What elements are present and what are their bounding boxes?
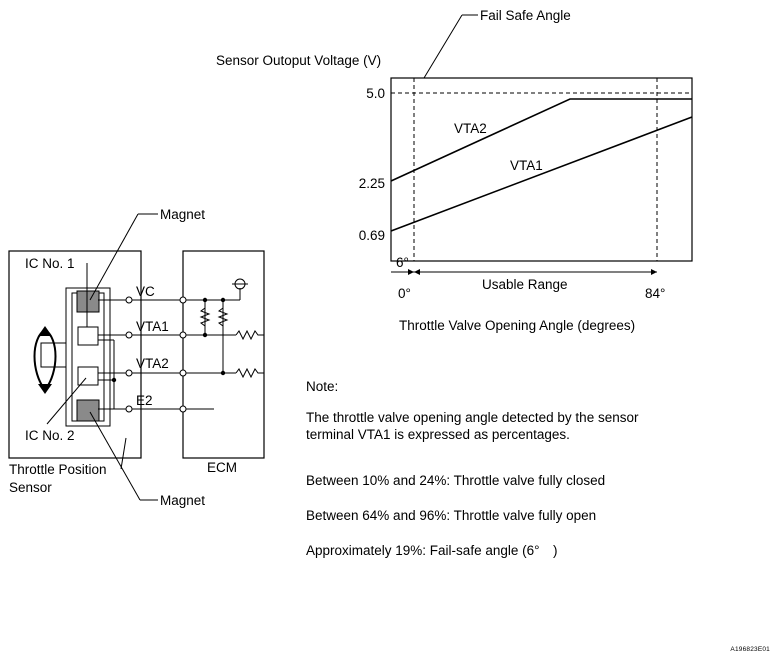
sensor-label-line-1: Throttle Position: [9, 462, 107, 477]
usable-range-arrow-head-right: [651, 269, 657, 275]
vta1-series-line: [390, 116, 693, 232]
ic2-chip: [77, 366, 99, 386]
pullup-resistor-1: [199, 307, 211, 327]
e2-tap-node: [111, 377, 117, 383]
vc-node-1: [202, 297, 208, 303]
usable-range-label: Usable Range: [482, 277, 568, 292]
note-section: Note: The throttle valve opening angle d…: [306, 378, 766, 559]
x-tick-0-degree: 0°: [398, 286, 411, 301]
y-axis-title: Sensor Outoput Voltage (V): [216, 53, 381, 68]
magnet-bottom-label: Magnet: [160, 493, 205, 508]
vc-terminal-label: VC: [136, 284, 155, 299]
vta1-terminal-label: VTA1: [136, 319, 169, 334]
sensor-label-leader: [120, 437, 127, 470]
fail-safe-arrow-head: [408, 269, 414, 275]
y-tick-5v: 5.0: [366, 86, 385, 101]
magnet-bottom-leader-diagonal: [89, 411, 141, 501]
circuit-nodes: [111, 297, 226, 383]
magnet-top-label: Magnet: [160, 207, 205, 222]
vc-terminal: [125, 296, 133, 304]
rotation-arrow-head-bottom: [38, 384, 52, 394]
vc-node-2: [220, 297, 226, 303]
ecm-label: ECM: [207, 460, 237, 475]
note-line-1: The throttle valve opening angle detecte…: [306, 410, 639, 425]
vta2-node: [220, 370, 226, 376]
vta2-input-resistor: [235, 367, 264, 379]
figure-id: A196823E01: [730, 646, 770, 653]
x-axis-title: Throttle Valve Opening Angle (degrees): [399, 318, 635, 333]
note-item-fully-closed: Between 10% and 24%: Throttle valve full…: [306, 473, 606, 488]
vta2-terminal: [125, 369, 133, 377]
ic2-label: IC No. 2: [25, 428, 75, 443]
y-tick-2-25v: 2.25: [359, 176, 385, 191]
y-tick-0-69v: 0.69: [359, 228, 385, 243]
ecm-vta2-terminal: [179, 369, 187, 377]
x-tick-84-degree: 84°: [645, 286, 665, 301]
vta1-terminal: [125, 331, 133, 339]
note-item-fully-open: Between 64% and 96%: Throttle valve full…: [306, 508, 597, 523]
magnet-block-top: [76, 290, 100, 313]
fail-safe-leader-diagonal: [423, 14, 463, 79]
vta1-node: [202, 332, 208, 338]
graph-frame: [390, 77, 693, 262]
vta2-terminal-label: VTA2: [136, 356, 169, 371]
throttle-shaft: [40, 342, 67, 368]
vta1-series-label: VTA1: [510, 158, 543, 173]
graph-text: Fail Safe Angle Sensor Outoput Voltage (…: [216, 8, 665, 333]
ic2-leader: [46, 377, 87, 425]
note-line-2: terminal VTA1 is expressed as percentage…: [306, 427, 570, 442]
pullup-resistor-2: [217, 307, 229, 327]
fail-safe-6-degree-label: 6°: [396, 255, 409, 270]
fail-safe-angle-label: Fail Safe Angle: [480, 8, 571, 23]
e2-terminal: [125, 405, 133, 413]
voltage-graph: [390, 14, 693, 275]
circuit-junctions: [125, 296, 187, 413]
ecm-e2-terminal: [179, 405, 187, 413]
vta1-input-resistor: [235, 329, 264, 341]
ecm-box: [182, 250, 265, 459]
usable-range-arrow-head-left: [414, 269, 420, 275]
ic1-label: IC No. 1: [25, 256, 75, 271]
ic1-chip: [77, 326, 99, 346]
note-item-fail-safe: Approximately 19%: Fail-safe angle (6° ): [306, 543, 558, 558]
circuit-text: Magnet IC No. 1 VC VTA1 VTA2 E2 IC No. 2…: [9, 207, 237, 508]
magnet-block-bottom: [76, 399, 100, 422]
circuit-diagram: [8, 213, 265, 501]
vta2-series-line: [390, 98, 692, 182]
ecm-vc-terminal: [179, 296, 187, 304]
rotation-arrow-head-top: [38, 326, 52, 336]
ecm-vta1-terminal: [179, 331, 187, 339]
magnet-top-leader-diagonal: [89, 213, 139, 301]
sensor-box: [8, 250, 142, 459]
note-heading: Note:: [306, 379, 339, 394]
e2-terminal-label: E2: [136, 393, 153, 408]
sensor-label-line-2: Sensor: [9, 480, 52, 495]
vta2-series-label: VTA2: [454, 121, 487, 136]
